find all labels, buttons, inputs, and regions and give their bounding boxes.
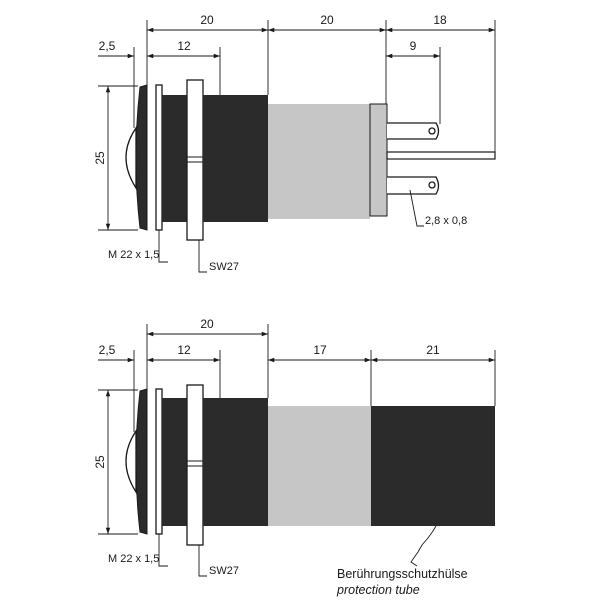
bottom-dim-20: 20 (200, 317, 214, 331)
bottom-dim-25: 25 (93, 455, 107, 469)
bottom-washer (155, 388, 163, 535)
top-leader-terminal (409, 189, 424, 227)
bottom-label-wrench: SW27 (209, 565, 239, 577)
top-terminal-upper (387, 122, 440, 140)
top-thread-body (162, 95, 187, 222)
bottom-front-bezel (135, 388, 148, 535)
top-terminal-lower (387, 176, 440, 195)
bottom-hex-nut (186, 384, 204, 546)
top-leader-wrench (198, 240, 207, 273)
bottom-dim-12: 12 (177, 343, 191, 357)
bottom-label-tube-english: protection tube (336, 583, 420, 597)
top-dim-2-5: 2,5 (99, 39, 116, 53)
top-terminal-upper-hole (428, 127, 436, 135)
top-label-thread: M 22 x 1,5 (108, 249, 159, 261)
top-terminals (386, 122, 496, 195)
top-rear-body (203, 95, 268, 222)
top-leader-thread (158, 230, 168, 263)
bottom-label-tube-german: Berührungsschutzhülse (337, 567, 468, 581)
top-dim-12: 12 (177, 39, 191, 53)
bottom-leader-tube (410, 525, 437, 567)
bottom-label-thread: M 22 x 1,5 (108, 553, 159, 565)
bottom-dim-21: 21 (426, 343, 440, 357)
top-leaders (158, 189, 424, 273)
top-hex-nut (186, 79, 204, 241)
top-grey-housing (268, 104, 370, 219)
top-connector-base (369, 103, 388, 217)
top-drawing: 20 20 18 2,5 12 9 25 M 22 x 1,5 SW27 2,8… (93, 13, 496, 273)
bottom-thread-body (162, 398, 187, 526)
top-front-bezel (135, 84, 148, 231)
top-dim-25: 25 (93, 151, 107, 165)
bottom-part-body (125, 384, 495, 546)
bottom-leader-wrench (198, 545, 207, 577)
top-label-wrench: SW27 (209, 261, 239, 273)
bottom-drawing: 20 2,5 12 17 21 25 M 22 x 1,5 SW27 Berüh… (93, 317, 496, 597)
bottom-leader-thread (158, 534, 168, 567)
bottom-grey-housing (268, 406, 371, 526)
bottom-lens-dome (125, 428, 137, 495)
top-terminal-lower-hole (428, 181, 436, 189)
top-extension-lines (98, 20, 496, 231)
top-terminal-middle (386, 151, 496, 160)
bottom-dimension-lines (98, 331, 495, 534)
top-lens-dome (125, 125, 137, 191)
top-part-body (125, 79, 388, 241)
bottom-rear-body (203, 398, 268, 526)
top-label-terminal: 2,8 x 0,8 (425, 215, 467, 227)
bottom-leaders (158, 525, 437, 577)
bottom-dim-2-5: 2,5 (99, 343, 116, 357)
top-dim-18: 18 (433, 13, 447, 27)
top-dim-20a: 20 (200, 13, 214, 27)
top-dim-9: 9 (410, 39, 417, 53)
top-dim-20b: 20 (320, 13, 334, 27)
top-washer (155, 84, 163, 231)
bottom-dim-17: 17 (313, 343, 327, 357)
bottom-protection-tube (371, 406, 495, 526)
top-dimension-lines (98, 27, 495, 230)
